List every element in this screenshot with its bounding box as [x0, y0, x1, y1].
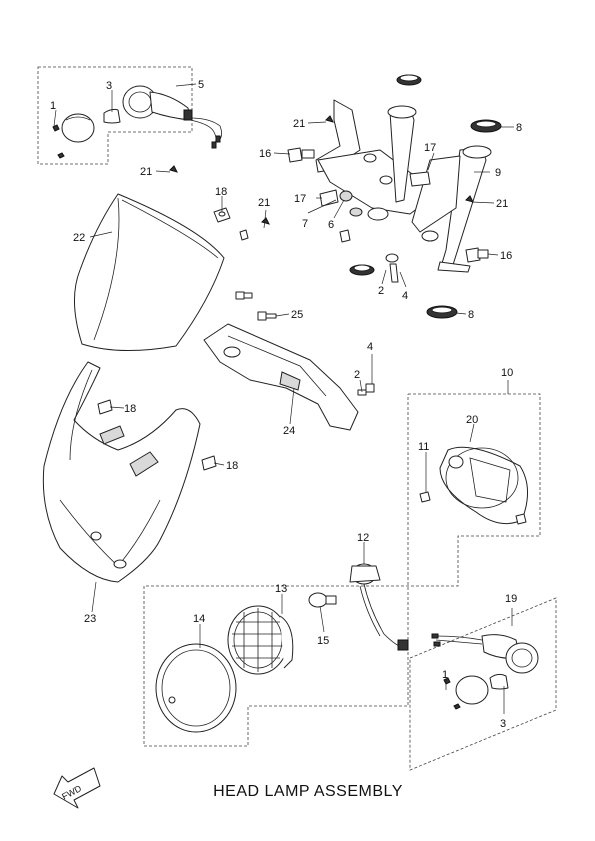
callout-13: 13	[275, 583, 287, 595]
headlight-rim	[155, 643, 237, 733]
callout-21d: 21	[496, 198, 508, 210]
callout-24: 24	[283, 425, 295, 437]
callout-16b: 16	[500, 250, 512, 262]
fwd-arrow-icon: FWD	[53, 767, 101, 809]
callout-2b: 2	[354, 369, 360, 381]
callout-20: 20	[466, 414, 478, 426]
callout-17a: 17	[424, 142, 436, 154]
clip-nut-18-mid	[97, 399, 113, 415]
bolt-pair-left	[235, 291, 253, 300]
bulb	[308, 592, 337, 608]
bolt-4-mid	[357, 383, 375, 396]
callout-19: 19	[505, 593, 517, 605]
callout-22: 22	[73, 232, 85, 244]
rubber-bushing-upper-right	[470, 119, 502, 133]
callout-16a: 16	[259, 148, 271, 160]
callout-3a: 3	[106, 80, 112, 92]
headlight-lens-unit	[227, 605, 294, 675]
screw-11	[419, 491, 431, 503]
callout-25: 25	[291, 309, 303, 321]
headlight-housing	[439, 446, 528, 525]
callout-3b: 3	[500, 718, 506, 730]
windscreen	[73, 193, 225, 351]
callout-6: 6	[328, 219, 334, 231]
callout-12: 12	[357, 532, 369, 544]
rubber-bushing-upper-left	[396, 74, 422, 86]
callout-18c: 18	[226, 460, 238, 472]
turn-signal-lower	[431, 633, 539, 710]
callout-15: 15	[317, 635, 329, 647]
lamp-stay	[203, 323, 359, 431]
callout-8a: 8	[516, 122, 522, 134]
callout-5: 5	[198, 79, 204, 91]
callout-7: 7	[302, 218, 308, 230]
callout-4a: 4	[402, 290, 408, 302]
diagram-title: HEAD LAMP ASSEMBLY	[213, 783, 403, 800]
callout-9: 9	[495, 167, 501, 179]
bulb-socket	[349, 563, 409, 651]
group-box-19	[409, 597, 557, 771]
rubber-bushing-lower-right	[426, 305, 458, 319]
callout-21b: 21	[140, 166, 152, 178]
callout-1a: 1	[50, 100, 56, 112]
callout-23: 23	[84, 613, 96, 625]
turn-signal-upper	[52, 85, 222, 159]
bolt-25	[257, 311, 277, 321]
clip-nut-18-lower	[201, 455, 217, 471]
leader-lines	[53, 83, 514, 714]
screw-housing-right	[515, 513, 527, 525]
callout-8b: 8	[468, 309, 474, 321]
rubber-bushing-mid-left	[349, 264, 375, 276]
callout-17b: 17	[294, 193, 306, 205]
group-box-5	[37, 66, 193, 165]
callout-18a: 18	[215, 186, 227, 198]
callout-11: 11	[418, 441, 429, 453]
callout-2a: 2	[378, 285, 384, 297]
headlight-bracket	[169, 99, 492, 283]
callout-1b: 1	[442, 669, 448, 681]
screw-21-upper	[239, 229, 249, 241]
headlight-cowl	[42, 361, 201, 583]
callout-18b: 18	[124, 403, 136, 415]
callout-10: 10	[501, 367, 513, 379]
callout-4b: 4	[367, 341, 373, 353]
group-box-10	[143, 393, 541, 747]
callout-21a: 21	[293, 118, 305, 130]
callout-21c: 21	[258, 197, 270, 209]
callout-14: 14	[193, 613, 205, 625]
callout-labels: 1 3 5 21 8 16 17 9 21 18 21 21 22 17 7 6…	[50, 79, 522, 730]
